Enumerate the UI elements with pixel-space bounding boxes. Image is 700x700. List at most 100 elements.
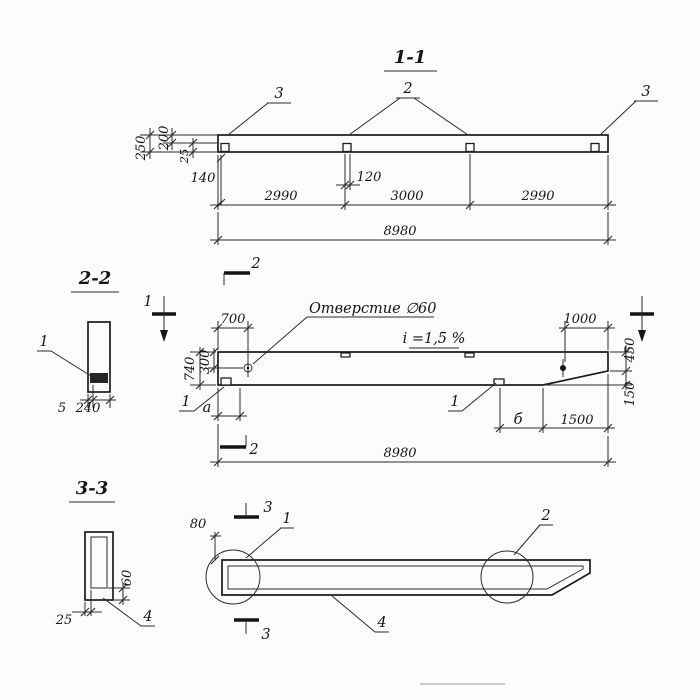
- view-1-1: 1-1 3 2 3 250 200 25 140 120 2990 3000 2…: [134, 47, 658, 245]
- section-2-2-plate-leader: [37, 350, 92, 377]
- embedded-plate-squares: [220, 142, 600, 153]
- overall-dim-ticks-elev: [213, 457, 613, 467]
- top-dim-lines: [211, 321, 615, 362]
- hole-centerlines: [247, 359, 564, 377]
- section-2-2-outline: [87, 321, 111, 393]
- section-3-3-title: 3-3: [76, 478, 109, 499]
- plate-left-label: 1: [181, 394, 190, 410]
- dim-b-1500-lines: [494, 374, 615, 433]
- detail-circle-right: [480, 550, 534, 604]
- dim-450: 450: [623, 338, 638, 364]
- dim-total-elev: 8980: [383, 446, 416, 461]
- dim-700: 700: [221, 312, 246, 327]
- cut-2-top-label: 2: [250, 256, 260, 272]
- section-3-3-inner: [90, 536, 108, 589]
- beam-elevation-outline: [217, 351, 609, 386]
- channel-inner-outline: [227, 565, 584, 590]
- section-3-3-dim-60: 60: [120, 570, 135, 587]
- view-1-1-title: 1-1: [394, 47, 427, 68]
- dim-seg3: 2990: [520, 189, 554, 204]
- plan-leader-4: [331, 595, 389, 633]
- cut-3-top-label: 3: [263, 500, 272, 516]
- section-3-3-dim25-lines: [72, 590, 102, 616]
- dim-seg2: 3000: [390, 189, 423, 204]
- plate-mark-left: 3: [274, 86, 283, 102]
- dim-b: б: [514, 412, 523, 428]
- dim-200: 200: [157, 126, 172, 152]
- segment-dim-ticks: [213, 200, 613, 210]
- section-2-2-dim-5: 5: [58, 401, 66, 416]
- section-2-2: 2-2 1 5 240: [37, 268, 119, 416]
- plate-mark-mid: 2: [402, 81, 412, 97]
- detail-circle-left: [205, 549, 261, 605]
- left-dim-lines: [140, 128, 222, 205]
- dim-120-lines: [336, 154, 360, 190]
- dim-120: 120: [357, 170, 382, 185]
- plan-label-1: 1: [282, 511, 291, 527]
- section-2-2-plate: [90, 373, 108, 383]
- cut-3-bottom-label: 3: [261, 627, 270, 643]
- dim-140: 140: [191, 171, 216, 186]
- dim-a-ticks: [213, 411, 245, 421]
- elevation-view: 2 2 1 Отверстие ∅60 i =1,5 % 700 1000: [143, 256, 654, 467]
- left-dim-ticks: [145, 130, 226, 208]
- dim-1000: 1000: [563, 312, 596, 327]
- section-2-2-plate-label: 1: [39, 334, 48, 350]
- section-3-3-outer: [84, 531, 114, 601]
- view-1-right-arrowhead: [638, 330, 646, 342]
- section-2-2-dim-lines: [80, 385, 116, 408]
- top-plate-marks: [340, 352, 475, 358]
- hole-left-circle: [243, 363, 253, 373]
- section-3-3-dim-25: 25: [55, 613, 73, 628]
- section-3-3-label-4: 4: [142, 609, 152, 625]
- hole-left-dot: [246, 366, 250, 370]
- dim-740: 740: [183, 357, 198, 382]
- section-3-3-dim25-ticks: [80, 607, 96, 617]
- section-2-2-dim-ticks: [83, 395, 115, 405]
- overall-dim-ticks-top: [213, 235, 613, 245]
- channel-outer-outline: [221, 559, 591, 596]
- dim-25: 25: [177, 149, 191, 165]
- plan-leader-2: [513, 524, 553, 556]
- dim-250: 250: [134, 136, 149, 162]
- left-dim-lines-elev: [190, 347, 243, 390]
- section-2-2-title: 2-2: [78, 268, 112, 289]
- hole-note-leader: [252, 316, 434, 365]
- dim-seg1: 2990: [263, 189, 297, 204]
- plate-left-leader: [179, 386, 225, 412]
- view-1-left-arrowhead: [160, 330, 168, 342]
- dim-150: 150: [623, 382, 638, 407]
- top-dim-ticks: [213, 323, 613, 333]
- section-3-3: 3-3 60 25 4: [55, 478, 155, 628]
- plan-leader-1: [245, 527, 294, 559]
- plate-mark-right: 3: [641, 84, 650, 100]
- plan-label-2: 2: [540, 508, 550, 524]
- left-dim-ticks-elev: [195, 347, 219, 390]
- dim-total-top: 8980: [383, 224, 416, 239]
- plan-label-4: 4: [376, 615, 386, 631]
- plate-right-label: 1: [450, 394, 459, 410]
- hole-right-dot: [560, 365, 566, 371]
- right-dim-lines: [545, 345, 632, 390]
- segment-dim-lines: [210, 154, 616, 210]
- section-3-3-leader-4: [102, 597, 155, 627]
- slope-note: i =1,5 %: [403, 331, 466, 347]
- section-3-3-dim60-lines: [108, 583, 130, 605]
- plan-dim80-ticks: [210, 531, 220, 565]
- plate-right-leader: [448, 382, 497, 412]
- cut-2-bottom-label: 2: [248, 442, 258, 458]
- right-dim-ticks: [621, 347, 631, 390]
- plate-mark-leaders: [227, 97, 658, 136]
- hole-note: Отверстие ∅60: [309, 301, 436, 317]
- beam-plan-outline: [217, 134, 609, 153]
- plan-dim-80: 80: [190, 517, 207, 532]
- dim-300: 300: [198, 350, 213, 375]
- view-1-label: 1: [143, 294, 152, 310]
- section-2-2-dim-240: 240: [75, 401, 101, 416]
- dim-1500: 1500: [560, 413, 593, 428]
- plan-view: 3 3 80 1 2 4: [190, 500, 591, 643]
- dim-a: а: [203, 400, 212, 416]
- bottom-plate-marks: [220, 377, 505, 386]
